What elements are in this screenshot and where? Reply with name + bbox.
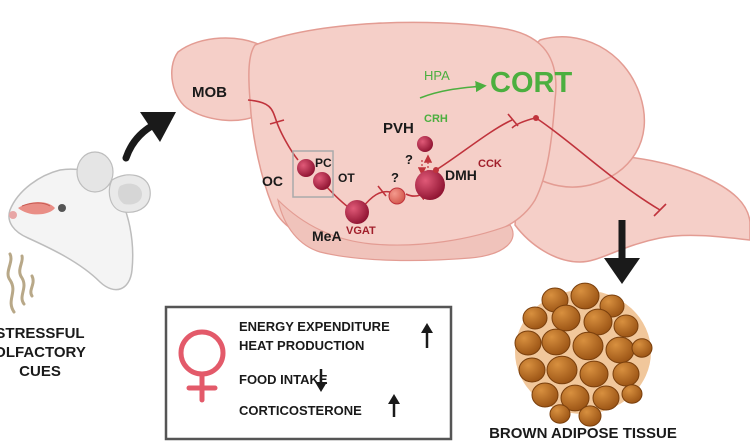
fat-cell bbox=[551, 304, 581, 332]
brainstem-pathway-down bbox=[535, 117, 661, 211]
unknown-neuron bbox=[388, 187, 406, 205]
fat-cell bbox=[579, 360, 609, 388]
effect-food-intake: FOOD INTAKE bbox=[239, 372, 328, 387]
fat-cell bbox=[549, 404, 571, 424]
mouse-head-icon bbox=[8, 151, 151, 291]
fat-cell bbox=[583, 308, 613, 336]
brain-outline bbox=[171, 21, 750, 263]
effect-arrows bbox=[315, 323, 433, 417]
brainstem-terminal bbox=[653, 203, 667, 217]
ot-neuron bbox=[313, 172, 331, 190]
fat-cell bbox=[578, 405, 602, 427]
cues-label-line-3: CUES bbox=[19, 363, 61, 380]
label-q1: ? bbox=[391, 170, 399, 185]
brainstem-pathway-up bbox=[511, 117, 536, 129]
label-oc: OC bbox=[262, 173, 283, 189]
mob-pathway bbox=[247, 99, 299, 161]
dmh-to-cerebellum-pathway bbox=[435, 119, 513, 171]
fat-cell bbox=[531, 382, 559, 408]
odor-waves-icon bbox=[6, 252, 35, 314]
label-dmh: DMH bbox=[445, 167, 477, 183]
effect-energy-expenditure: ENERGY EXPENDITURE bbox=[239, 319, 390, 334]
brown-adipose-tissue bbox=[514, 282, 653, 427]
label-vgat: VGAT bbox=[346, 225, 376, 237]
mouse-to-brain-arrowhead bbox=[140, 112, 176, 142]
mea-terminal bbox=[377, 185, 387, 197]
fat-cell bbox=[621, 384, 643, 404]
brainstem-neuron bbox=[533, 115, 539, 121]
fat-cell bbox=[560, 384, 590, 412]
label-crh: CRH bbox=[424, 113, 448, 125]
female-symbol-icon bbox=[178, 329, 226, 403]
bat-label: BROWN ADIPOSE TISSUE bbox=[489, 425, 677, 442]
fat-cell bbox=[514, 330, 542, 356]
label-cck: CCK bbox=[478, 158, 502, 170]
fat-cell bbox=[541, 328, 571, 356]
effect-corticosterone: CORTICOSTERONE bbox=[239, 403, 362, 418]
fat-cell bbox=[631, 338, 653, 358]
pc-neuron bbox=[297, 159, 315, 177]
label-mob: MOB bbox=[192, 84, 227, 101]
label-hpa: HPA bbox=[424, 68, 450, 83]
neurons bbox=[297, 115, 539, 224]
pvh-neuron bbox=[417, 136, 433, 152]
cues-label-line-1: STRESSFUL bbox=[0, 325, 85, 342]
fat-cell bbox=[518, 357, 546, 383]
brain-to-bat-arrowhead bbox=[604, 258, 640, 284]
fat-cell bbox=[522, 306, 548, 330]
label-cort: CORT bbox=[490, 67, 572, 99]
cort-up-arrowhead bbox=[388, 394, 400, 404]
fat-cell bbox=[612, 361, 640, 387]
mea-neuron bbox=[345, 200, 369, 224]
oc-highlight-box bbox=[292, 150, 334, 198]
pvh-dmh-arrows bbox=[417, 154, 433, 176]
hpa-arrow bbox=[419, 81, 487, 99]
label-pvh: PVH bbox=[383, 120, 414, 137]
fat-cell bbox=[572, 331, 604, 361]
energy-up-arrowhead bbox=[421, 323, 433, 333]
effect-heat-production: HEAT PRODUCTION bbox=[239, 338, 364, 353]
fat-cell bbox=[613, 314, 639, 338]
ventral-brain bbox=[276, 198, 514, 262]
dmh-small-neuron bbox=[433, 167, 439, 173]
label-ot: OT bbox=[338, 171, 355, 185]
dmh-neuron bbox=[415, 170, 445, 200]
fat-cell bbox=[546, 355, 578, 385]
label-mea: MeA bbox=[312, 228, 342, 244]
fat-cell bbox=[592, 385, 620, 411]
label-pc: PC bbox=[315, 156, 332, 170]
cues-label-line-2: OLFACTORY bbox=[0, 344, 86, 361]
food-down-arrowhead bbox=[315, 382, 327, 392]
label-q2: ? bbox=[405, 152, 413, 167]
fat-cell bbox=[605, 336, 635, 364]
mob-terminal bbox=[269, 119, 285, 125]
fat-cell bbox=[570, 282, 600, 310]
